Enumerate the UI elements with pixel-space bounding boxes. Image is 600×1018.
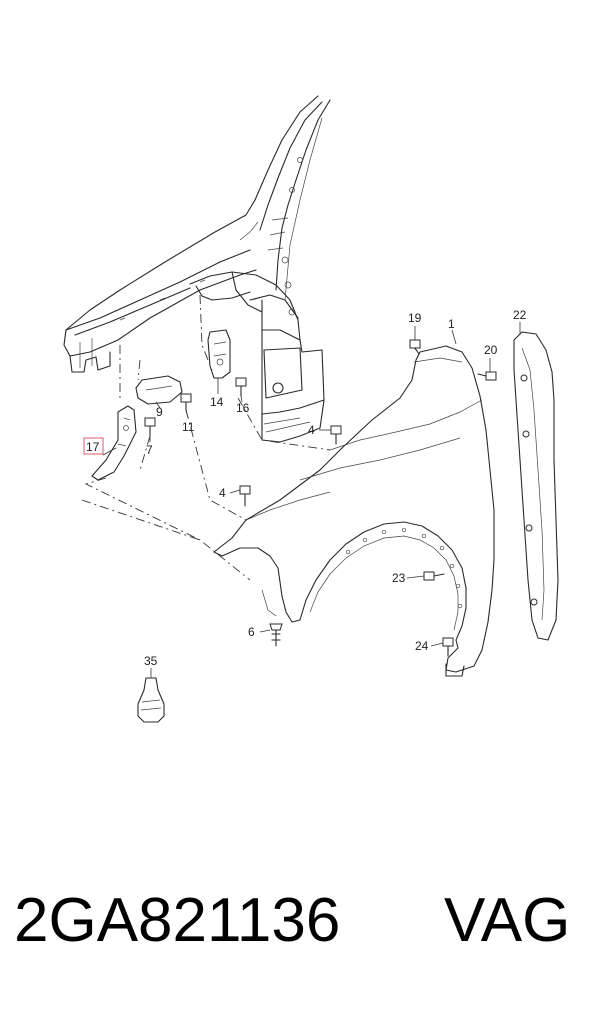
assembly-lines [81, 294, 417, 581]
callout-23: 23 [392, 571, 406, 585]
parts-diagram: 1 19 20 22 4 4 23 24 6 35 14 16 9 11 7 1… [63, 95, 559, 723]
callout-20: 20 [484, 343, 498, 357]
callout-35: 35 [144, 654, 158, 668]
body-structure [63, 95, 331, 443]
fasteners [137, 339, 497, 723]
callout-1: 1 [448, 317, 455, 331]
callout-11: 11 [182, 420, 195, 434]
callout-19: 19 [408, 311, 422, 325]
callouts: 1 19 20 22 4 4 23 24 6 35 14 16 9 11 7 1… [83, 308, 527, 668]
brand-label: VAG [444, 886, 571, 955]
callout-17[interactable]: 17 [86, 440, 100, 454]
brackets [91, 329, 247, 481]
leader-lines [102, 322, 521, 678]
fender [213, 345, 495, 677]
part-number: 2GA821136 [14, 886, 341, 955]
callout-14: 14 [210, 395, 224, 409]
callout-22: 22 [513, 308, 527, 322]
callout-24: 24 [415, 639, 429, 653]
seal-strip [513, 331, 559, 641]
callout-4-lower: 4 [219, 486, 226, 500]
callout-6: 6 [248, 625, 255, 639]
callout-9: 9 [156, 405, 163, 419]
callout-4-upper: 4 [308, 423, 315, 437]
callout-7: 7 [146, 443, 153, 457]
callout-16: 16 [236, 401, 250, 415]
callout-17-highlight-box [83, 437, 104, 455]
